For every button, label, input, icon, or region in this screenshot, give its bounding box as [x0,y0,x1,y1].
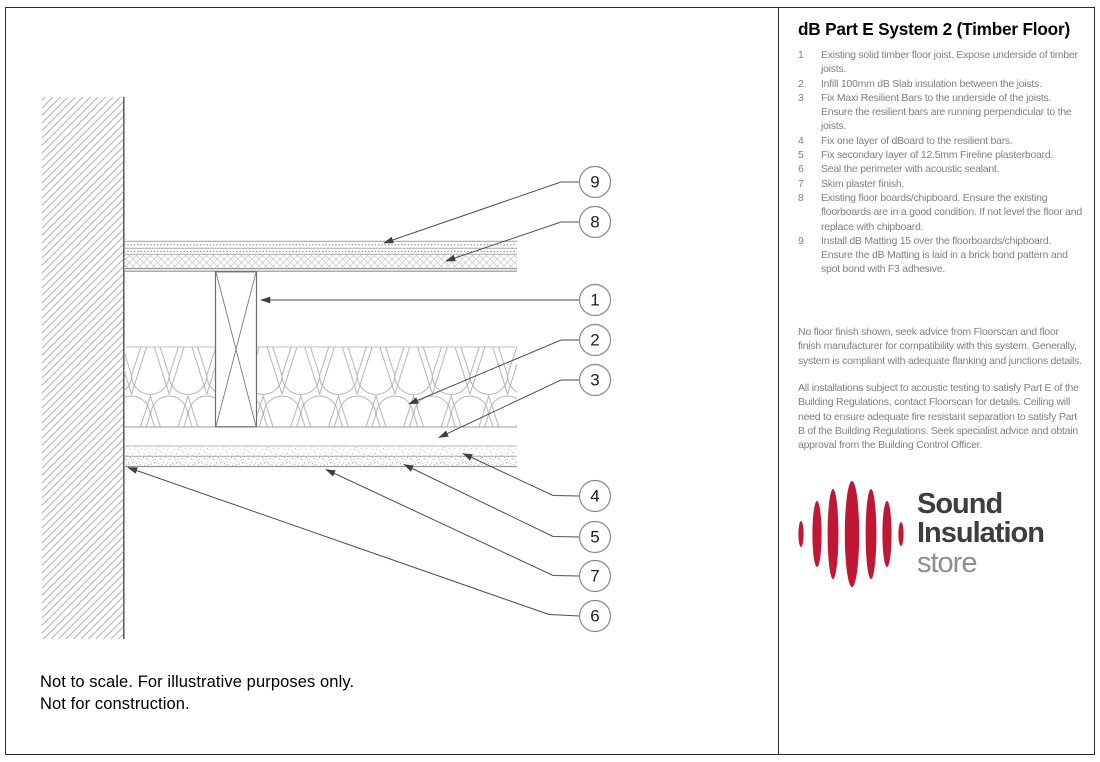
wall-hatch [42,97,124,639]
note-text: Existing floor boards/chipboard. Ensure … [821,191,1082,233]
note-number: 1 [798,49,804,61]
callout-9: 9 [578,165,612,199]
logo-word-insulation: Insulation [917,517,1045,550]
insulation-layer [124,346,517,428]
section-drawing: 9 8 1 2 3 4 5 [42,97,612,639]
note-text: Fix Maxi Resilient Bars to the underside… [821,91,1072,133]
callout-5: 5 [578,520,612,554]
leader-lines [127,181,580,617]
callout-8-label: 8 [590,213,599,232]
leader-6 [127,467,580,617]
note-number: 7 [798,177,804,190]
footnote-line-1: Not to scale. For illustrative purposes … [40,673,355,691]
note-text: Fix one layer of dBoard to the resilient… [821,134,1013,147]
chipboard-layer [124,254,517,272]
leader-5 [403,464,580,538]
note-number: 3 [798,91,804,104]
note-item: 2 Infill 100mm dB Slab insulation betwee… [798,77,1083,91]
logo-word-sound: Sound [917,487,1003,520]
panel-title: dB Part E System 2 (Timber Floor) [798,19,1070,39]
callout-3-label: 3 [590,371,599,390]
note-number: 4 [798,134,804,147]
callout-1: 1 [578,283,612,317]
callout-9-label: 9 [590,173,599,192]
callout-4: 4 [578,479,612,513]
note-number: 2 [798,77,804,90]
note-item: 3 Fix Maxi Resilient Bars to the undersi… [798,91,1083,134]
note-item: 7 Skim plaster finish. [798,177,1083,191]
callout-2-label: 2 [590,331,599,350]
leader-8 [445,221,580,262]
note-item: 8 Existing floor boards/chipboard. Ensur… [798,191,1083,234]
logo-wordmark: Sound Insulation store [917,487,1045,579]
leader-2 [408,339,580,405]
callout-7: 7 [578,559,612,593]
leader-7 [325,469,580,577]
panel-divider [778,7,779,755]
note-number: 6 [798,163,804,176]
callout-1-label: 1 [590,291,599,310]
plasterboard-layer [124,456,517,468]
note-text: Seal the perimeter with acoustic sealant… [821,163,1000,176]
footnote: Not to scale. For illustrative purposes … [40,672,354,715]
disclaimer-paragraph-1: No floor finish shown, seek advice from … [798,326,1082,367]
note-text: Fix secondary layer of 12.5mm Fireline p… [821,149,1054,162]
leader-3 [438,379,580,438]
timber-joist [214,271,258,428]
callouts: 9 8 1 2 3 4 5 [578,165,612,633]
callout-6-label: 6 [590,607,599,626]
leader-4 [462,453,580,497]
logo-word-store: store [917,546,977,579]
footnote-line-2: Not for construction. [40,694,190,713]
note-text: Infill 100mm dB Slab insulation between … [821,77,1042,90]
callout-4-label: 4 [590,487,599,506]
notes-panel: dB Part E System 2 (Timber Floor) 1 Exis… [779,7,1095,755]
notes-list: 1 Existing solid timber floor joist. Exp… [798,48,1083,277]
disclaimer-paragraph-2: All installations subject to acoustic te… [798,382,1079,452]
callout-3: 3 [578,363,612,397]
note-item: 4 Fix one layer of dBoard to the resilie… [798,134,1083,148]
note-item: 9 Install dB Matting 15 over the floorbo… [798,234,1083,277]
callout-5-label: 5 [590,528,599,547]
note-number: 5 [798,149,804,162]
note-text: Skim plaster finish. [821,177,905,190]
callout-7-label: 7 [590,567,599,586]
brand-logo: Sound Insulation store [796,478,1045,590]
matting-layer [124,240,517,255]
callout-8: 8 [578,205,612,239]
note-text: Install dB Matting 15 over the floorboar… [821,234,1068,276]
leader-9 [383,181,580,244]
soundwave-icon [798,481,904,587]
note-number: 9 [798,234,804,247]
note-text: Existing solid timber floor joist. Expos… [821,49,1078,76]
dboard-layer [124,445,517,457]
note-item: 6 Seal the perimeter with acoustic seala… [798,162,1083,176]
callout-2: 2 [578,323,612,357]
note-item: 5 Fix secondary layer of 12.5mm Fireline… [798,148,1083,162]
callout-6: 6 [578,599,612,633]
note-item: 1 Existing solid timber floor joist. Exp… [798,48,1083,77]
note-number: 8 [798,191,804,204]
